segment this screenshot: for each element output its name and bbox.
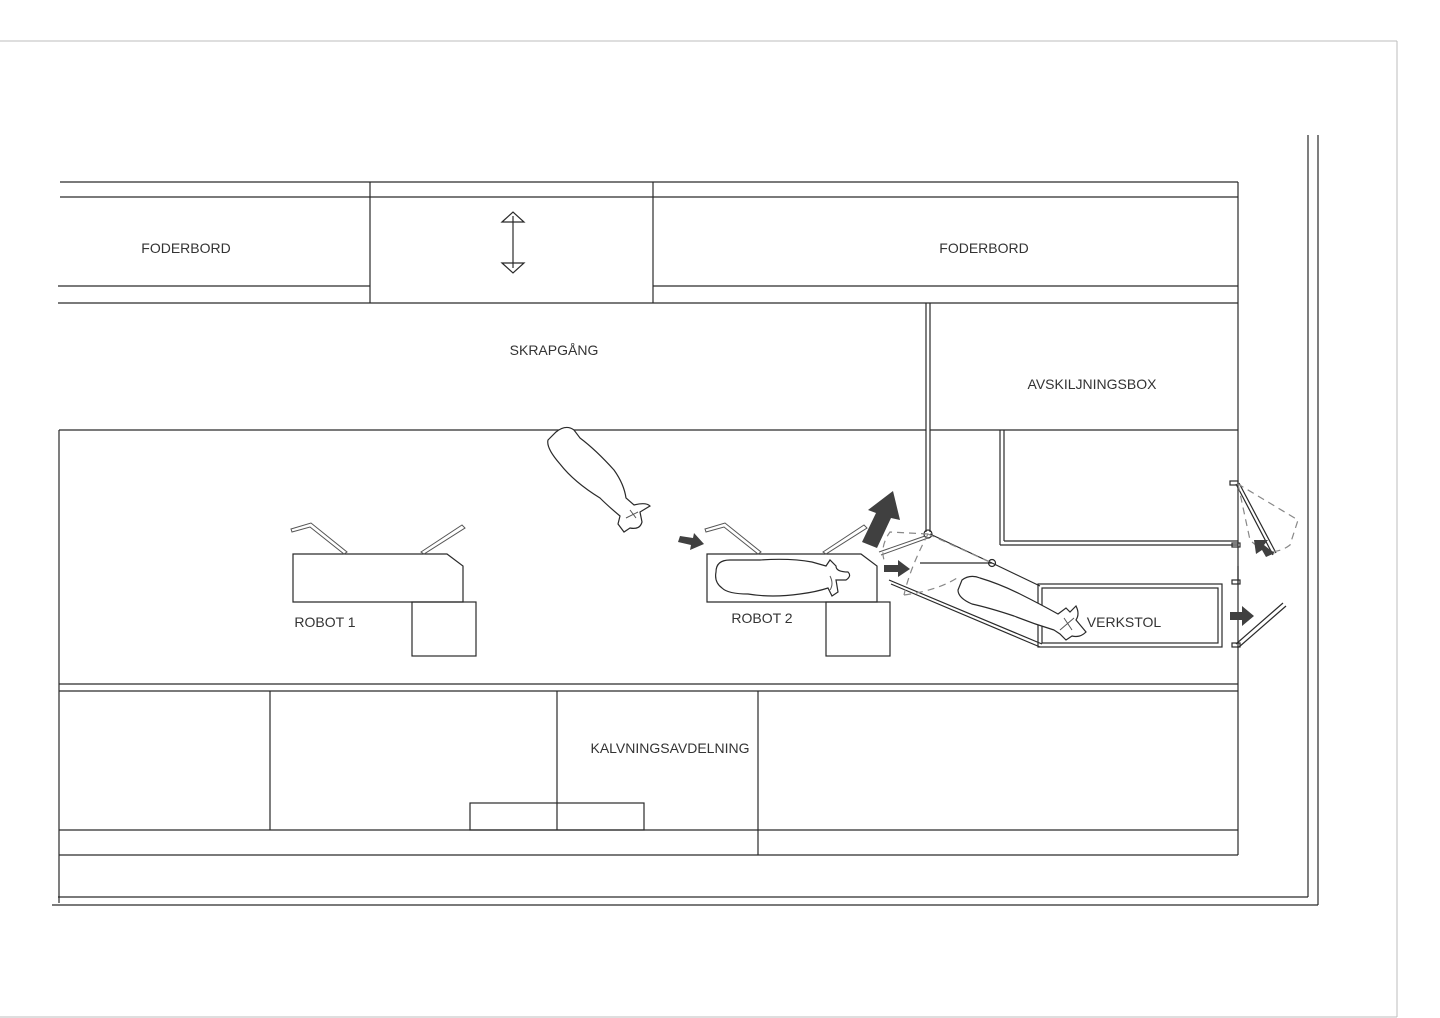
- robot-2: [704, 522, 891, 657]
- label-foderbord-right: FODERBORD: [939, 240, 1028, 256]
- cow-icon: [547, 426, 651, 533]
- label-skrapgang: SKRAPGÅNG: [510, 342, 599, 358]
- cow-icon: [957, 575, 1087, 641]
- gates: [878, 480, 1299, 648]
- flow-arrow-icon: [1230, 606, 1254, 626]
- label-avskiljningsbox: AVSKILJNINGSBOX: [1028, 376, 1158, 392]
- feed-table-area: [58, 181, 1239, 855]
- cow-icon: [715, 558, 851, 597]
- page-frame: [0, 40, 1398, 1018]
- robot-1: [290, 522, 477, 657]
- calving-department: [59, 691, 1238, 856]
- label-kalvningsavdelning: KALVNINGSAVDELNING: [591, 740, 750, 756]
- flow-arrow-icon: [862, 491, 900, 548]
- flow-arrow-icon: [678, 533, 704, 550]
- outer-walls: [52, 135, 1319, 906]
- flow-arrow-icon: [884, 560, 910, 577]
- separation-box-walls: [925, 303, 1238, 546]
- stable-room: [58, 429, 1238, 903]
- vertical-double-arrow-icon: [500, 211, 526, 274]
- label-verkstol: VERKSTOL: [1087, 614, 1162, 630]
- label-robot-2: ROBOT 2: [731, 610, 792, 626]
- label-robot-1: ROBOT 1: [294, 614, 355, 630]
- flow-arrow-icon: [1254, 540, 1275, 557]
- label-foderbord-left: FODERBORD: [141, 240, 230, 256]
